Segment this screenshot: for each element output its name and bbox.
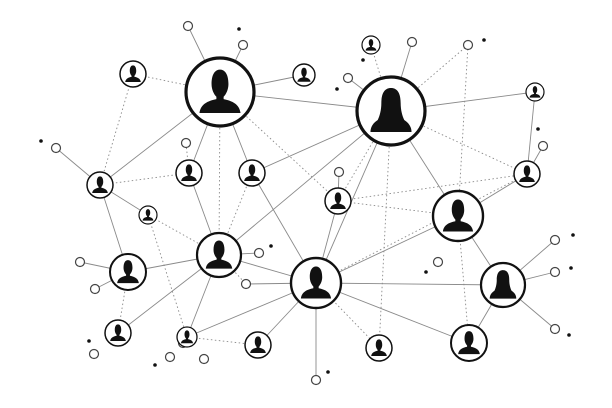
hollow-connector-dot <box>198 353 210 365</box>
person-node <box>175 159 203 187</box>
solid-connector-dot <box>335 87 339 91</box>
connection-line <box>218 110 392 256</box>
hollow-connector-dot <box>74 256 86 268</box>
solid-connector-dot <box>424 270 428 274</box>
person-node <box>513 160 541 188</box>
hollow-connector-dot <box>89 283 101 295</box>
dotted-connection-line <box>219 91 339 202</box>
person-nodes <box>86 35 545 362</box>
person-node <box>244 331 272 359</box>
hollow-connector-dot <box>462 39 474 51</box>
person-node <box>479 261 527 309</box>
person-node <box>361 35 381 55</box>
hollow-connector-dot <box>342 72 354 84</box>
solid-connector-dot <box>569 266 573 270</box>
dotted-connection-line <box>99 73 134 186</box>
solid-connector-dot <box>571 233 575 237</box>
dotted-connection-line <box>218 254 247 285</box>
solid-connector-dot <box>87 339 91 343</box>
connection-line <box>315 282 470 344</box>
person-node <box>104 319 132 347</box>
person-node <box>138 205 158 225</box>
dotted-connection-line <box>370 44 392 112</box>
solid-connector-dot <box>482 38 486 42</box>
solid-connector-dot <box>326 370 330 374</box>
hollow-connector-dot <box>549 323 561 335</box>
hollow-connector-dot <box>253 247 265 259</box>
hollow-connector-dot <box>310 374 322 386</box>
person-node <box>184 56 256 128</box>
hollow-connector-dot <box>164 351 176 363</box>
connector-dots <box>39 20 575 386</box>
connection-line <box>315 282 504 286</box>
hollow-connector-dot <box>549 266 561 278</box>
solid-connector-dot <box>536 127 540 131</box>
hollow-connector-dot <box>182 20 194 32</box>
hollow-connector-dot <box>240 278 252 290</box>
hollow-connector-dot <box>237 39 249 51</box>
dotted-connection-line <box>99 172 190 186</box>
dotted-connection-line <box>147 214 220 256</box>
solid-connector-dot <box>567 333 571 337</box>
hollow-connector-dot <box>406 36 418 48</box>
person-node <box>109 253 147 291</box>
hollow-connector-dot <box>180 137 192 149</box>
hollow-connector-dot <box>333 166 345 178</box>
dotted-connection-line <box>132 73 221 93</box>
person-node <box>365 334 393 362</box>
dotted-connection-line <box>337 173 528 202</box>
hollow-connector-dot <box>432 256 444 268</box>
dotted-connection-line <box>218 172 253 256</box>
person-node <box>450 324 488 362</box>
person-node <box>119 60 147 88</box>
hollow-connector-dot <box>549 234 561 246</box>
solid-connector-dot <box>361 58 365 62</box>
person-node <box>289 256 343 310</box>
solid-connector-dot <box>269 244 273 248</box>
dotted-connection-line <box>147 214 188 338</box>
person-node <box>176 326 198 348</box>
solid-connector-dot <box>237 27 241 31</box>
hollow-connector-dot <box>537 140 549 152</box>
dotted-connection-line <box>457 44 469 217</box>
hollow-connector-dot <box>50 142 62 154</box>
dotted-connection-line <box>315 282 380 349</box>
person-node <box>525 82 545 102</box>
person-node <box>86 171 114 199</box>
person-node <box>238 159 266 187</box>
person-node <box>324 187 352 215</box>
person-node <box>195 231 243 279</box>
person-node <box>355 75 427 147</box>
person-node <box>292 63 316 87</box>
solid-connector-dot <box>39 139 43 143</box>
person-node <box>431 189 485 243</box>
hollow-connector-dot <box>88 348 100 360</box>
solid-connector-dot <box>153 363 157 367</box>
